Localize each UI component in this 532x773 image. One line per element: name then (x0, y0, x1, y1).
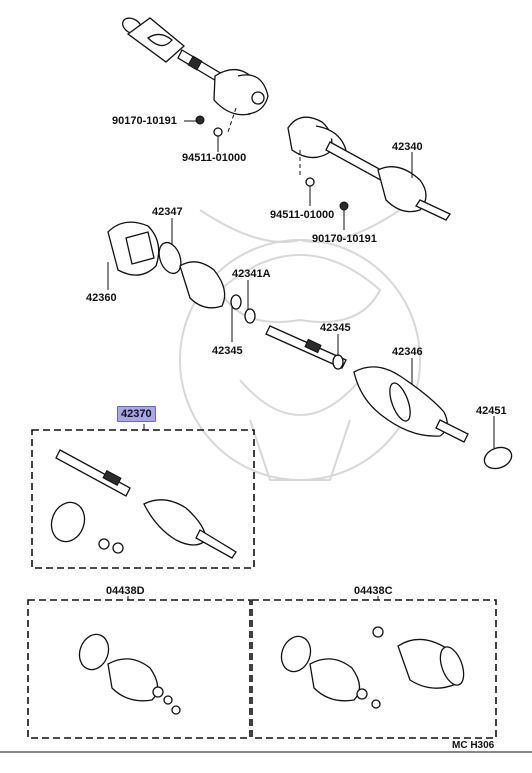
upper-drive-shaft-assembly (122, 17, 269, 137)
callout-90170-10191-upper[interactable]: 90170-10191 (112, 115, 177, 127)
callout-42347[interactable]: 42347 (152, 206, 183, 218)
kit-04438C-parts (280, 626, 465, 709)
callout-90170-10191-lower[interactable]: 90170-10191 (312, 233, 377, 245)
callout-42345-left[interactable]: 42345 (212, 345, 243, 357)
kit-04438C-frame (251, 599, 497, 739)
assembly-42370-frame (31, 429, 255, 569)
diagram-code: MC H306 (452, 740, 495, 751)
outboard-shaft-group (265, 325, 513, 470)
callout-94511-01000-upper[interactable]: 94511-01000 (182, 152, 247, 164)
watermark-logo (179, 209, 421, 481)
assembly-42370-parts (50, 449, 237, 559)
leader-lines (107, 120, 495, 600)
callout-42341A[interactable]: 42341A (232, 268, 271, 280)
callout-04438C[interactable]: 04438C (354, 585, 393, 597)
callout-42346[interactable]: 42346 (392, 346, 423, 358)
kit-04438D-frame (27, 599, 251, 739)
callout-04438D[interactable]: 04438D (106, 585, 145, 597)
right-drive-shaft-assembly (287, 116, 451, 221)
kit-04438D-parts (78, 633, 181, 715)
callout-42451[interactable]: 42451 (476, 405, 507, 417)
callout-42360[interactable]: 42360 (86, 292, 117, 304)
callout-94511-01000-lower[interactable]: 94511-01000 (270, 209, 335, 221)
callout-42370-highlighted[interactable]: 42370 (117, 406, 156, 422)
callout-42340[interactable]: 42340 (392, 141, 423, 153)
inboard-joint-group (107, 221, 256, 324)
callout-42345-right[interactable]: 42345 (320, 322, 351, 334)
